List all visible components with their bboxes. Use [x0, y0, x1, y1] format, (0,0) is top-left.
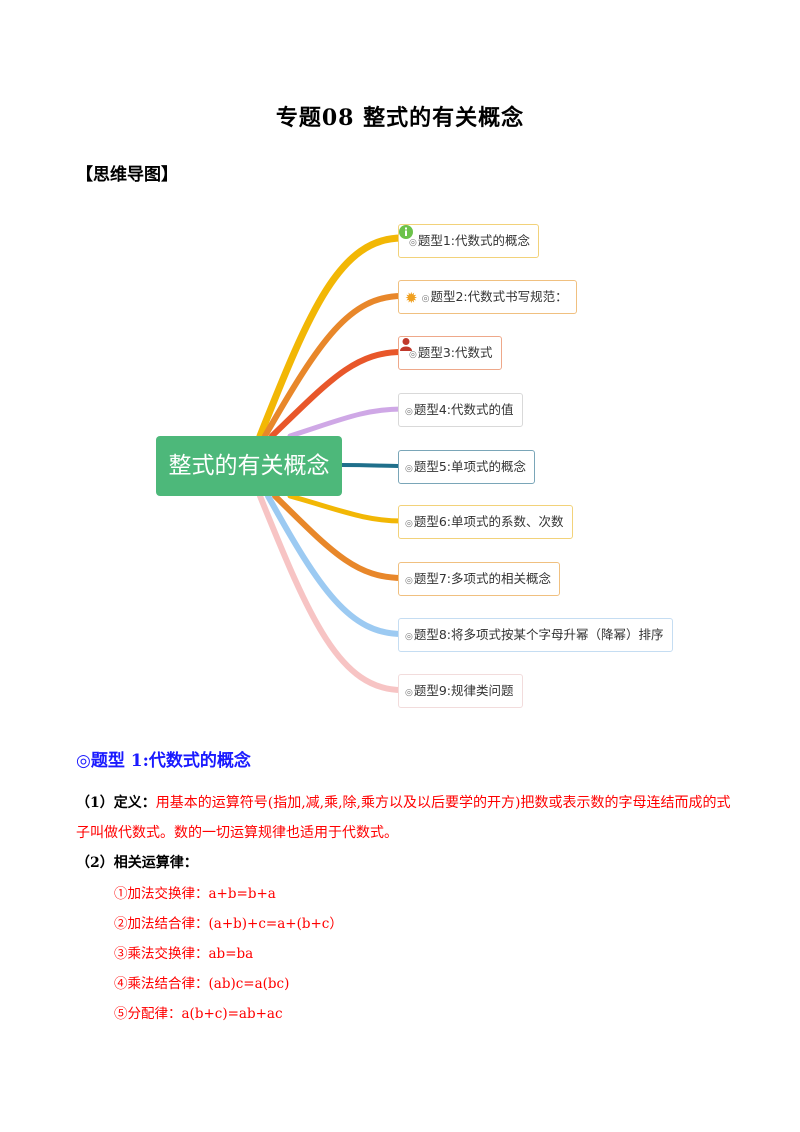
node-label: 题型4:代数式的值 — [413, 402, 514, 417]
connector-6 — [287, 493, 405, 524]
law-item: ⑤分配律：a(b+c)=ab+ac — [114, 1006, 283, 1022]
node-label: 题型7:多项式的相关概念 — [413, 571, 552, 586]
mindmap-node-1: ◎题型1:代数式的概念 — [398, 224, 540, 258]
mind-map-connectors — [256, 234, 406, 693]
mindmap-node-5: ◎题型5:单项式的概念 — [398, 450, 536, 484]
definition-label: （1）定义： — [76, 795, 156, 811]
bullet-icon: ◎ — [409, 350, 417, 360]
law-item: ③乘法交换律：ab=ba — [114, 946, 254, 962]
connector-5 — [340, 463, 404, 468]
bullet-icon: ◎ — [405, 407, 413, 417]
law-item: ②加法结合律：(a+b)+c=a+(b+c） — [114, 916, 343, 932]
node-label: 题型2:代数式书写规范： — [430, 289, 568, 304]
laws-title: （2）相关运算律： — [76, 855, 198, 871]
connector-7 — [272, 493, 405, 581]
node-label: 题型9:规律类问题 — [413, 683, 514, 698]
connector-4 — [287, 406, 405, 439]
gear-icon: ✹ — [405, 288, 418, 307]
law-item: ④乘法结合律：(ab)c=a(bc) — [114, 976, 290, 992]
node-label: 题型6:单项式的系数、次数 — [413, 514, 564, 529]
connector-3 — [269, 349, 405, 439]
bullet-icon: ◎ — [405, 464, 413, 474]
mindmap-section-label: 【思维导图】 — [76, 165, 178, 185]
mindmap-node-7: ◎题型7:多项式的相关概念 — [398, 562, 561, 596]
page-title: 专题08 整式的有关概念 — [275, 105, 525, 131]
node-label: 题型1:代数式的概念 — [417, 233, 531, 248]
mindmap-center-node: 整式的有关概念 — [156, 436, 342, 496]
mindmap-node-3: ◎题型3:代数式 — [398, 336, 502, 370]
connector-2 — [262, 293, 405, 439]
mindmap-node-2: ✹◎题型2:代数式书写规范： — [398, 280, 577, 314]
connector-1 — [256, 234, 406, 440]
mind-map: 整式的有关概念 ◎题型1:代数式的概念 ✹◎题型2:代数式书写规范： ◎题型3:… — [140, 210, 680, 720]
definition-text-line1: 用基本的运算符号(指加,减,乘,除,乘方以及以后要学的开方)把数或表示数的字母连… — [155, 795, 731, 811]
node-label: 题型3:代数式 — [417, 345, 493, 360]
bullet-icon: ◎ — [421, 294, 430, 304]
connector-8 — [265, 493, 405, 637]
bullet-icon: ◎ — [405, 519, 413, 529]
definition-paragraph: （1）定义：用基本的运算符号(指加,减,乘,除,乘方以及以后要学的开方)把数或表… — [76, 788, 736, 848]
section-heading: ◎题型 1:代数式的概念 — [76, 751, 251, 771]
connector-9 — [257, 493, 405, 693]
node-label: 题型8:将多项式按某个字母升幂（降幂）排序 — [413, 627, 664, 642]
bullet-icon: ◎ — [405, 576, 413, 586]
mindmap-node-6: ◎题型6:单项式的系数、次数 — [398, 505, 573, 539]
bullet-icon: ◎ — [409, 238, 417, 248]
bullet-icon: ◎ — [405, 632, 413, 642]
mindmap-node-4: ◎题型4:代数式的值 — [398, 393, 523, 427]
bullet-icon: ◎ — [405, 688, 413, 698]
mindmap-node-8: ◎题型8:将多项式按某个字母升幂（降幂）排序 — [398, 618, 673, 652]
law-item: ①加法交换律：a+b=b+a — [114, 886, 276, 902]
mindmap-node-9: ◎题型9:规律类问题 — [398, 674, 523, 708]
node-label: 题型5:单项式的概念 — [413, 459, 527, 474]
definition-text-line2: 子叫做代数式。数的一切运算规律也适用于代数式。 — [76, 825, 398, 841]
